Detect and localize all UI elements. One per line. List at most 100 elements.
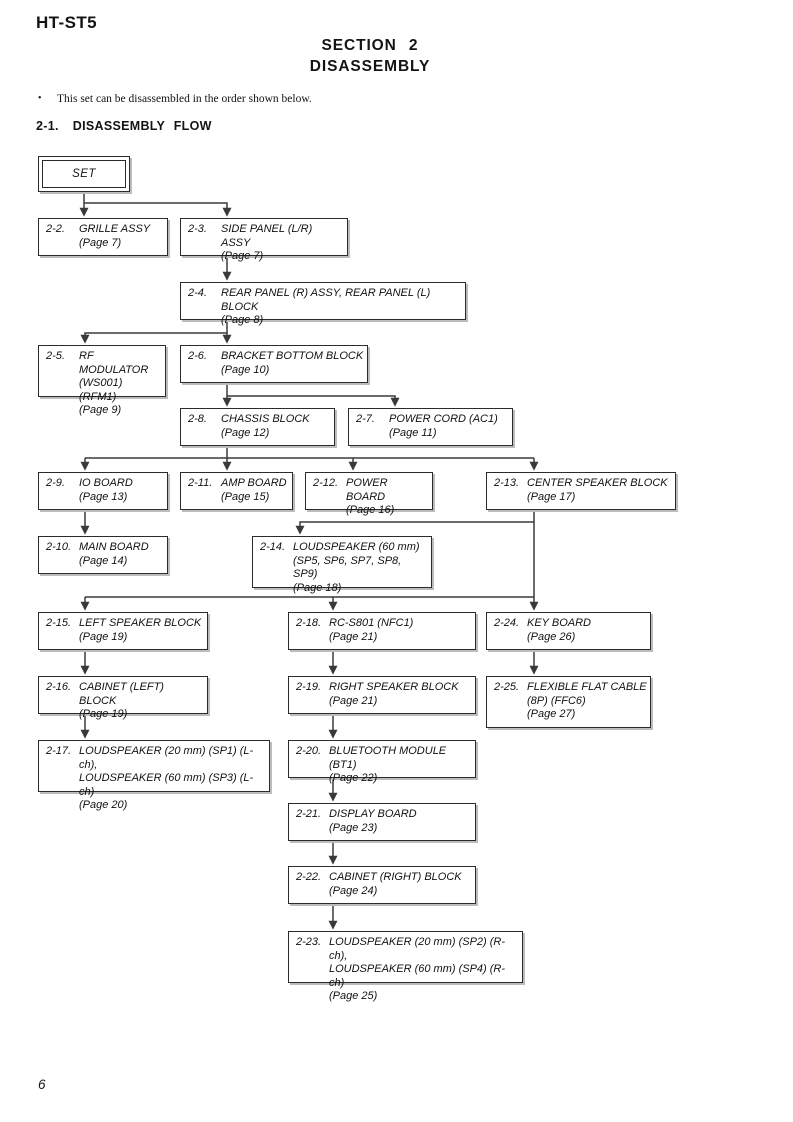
node-body: POWER CORD (AC1) (Page 11) (389, 413, 509, 440)
node-page-ref: (Page 18) (293, 581, 342, 594)
flow-node-2-25: 2-25. FLEXIBLE FLAT CABLE (8P) (FFC6) (P… (486, 676, 651, 728)
flow-node-2-22: 2-22. CABINET (RIGHT) BLOCK (Page 24) (288, 866, 476, 904)
flow-node-2-16: 2-16. CABINET (LEFT) BLOCK (Page 19) (38, 676, 208, 720)
flow-heading: 2-1.DISASSEMBLY FLOW (36, 119, 212, 133)
node-number: 2-22. (296, 871, 322, 883)
node-number: 2-8. (188, 413, 207, 425)
intro-bullet: •This set can be disassembled in the ord… (38, 93, 312, 105)
node-body: GRILLE ASSY (Page 7) (79, 223, 164, 250)
node-title: RC-S801 (NFC1) (329, 617, 414, 629)
node-page-ref: (Page 10) (221, 363, 270, 376)
node-body: SIDE PANEL (L/R) ASSY (Page 7) (221, 223, 344, 264)
node-body: CABINET (RIGHT) BLOCK (Page 24) (329, 871, 472, 898)
node-number: 2-10. (46, 541, 72, 553)
flow-node-2-4: 2-4. REAR PANEL (R) ASSY, REAR PANEL (L)… (180, 282, 466, 326)
node-title: MAIN BOARD (79, 541, 149, 553)
node-number: 2-7. (356, 413, 375, 425)
node-number: 2-21. (296, 808, 322, 820)
node-title: LOUDSPEAKER (60 mm) (SP3) (L-ch) (79, 772, 254, 798)
flow-node-2-3: 2-3. SIDE PANEL (L/R) ASSY (Page 7) (180, 218, 348, 262)
node-body: POWER BOARD (Page 16) (346, 477, 429, 518)
bullet-icon: • (38, 93, 42, 104)
node-number: 2-14. (260, 541, 286, 553)
flow-node-2-20: 2-20. BLUETOOTH MODULE (BT1) (Page 22) (288, 740, 476, 784)
connector-lines (79, 192, 539, 930)
node-title: POWER CORD (AC1) (389, 413, 498, 425)
node-page-ref: (Page 23) (329, 821, 378, 834)
node-number: 2-3. (188, 223, 207, 235)
node-title: SIDE PANEL (L/R) ASSY (221, 223, 313, 249)
flow-node-2-6: 2-6. BRACKET BOTTOM BLOCK (Page 10) (180, 345, 368, 383)
node-number: 2-18. (296, 617, 322, 629)
node-title: CHASSIS BLOCK (221, 413, 310, 425)
node-page-ref: (Page 16) (346, 504, 395, 516)
node-number: 2-6. (188, 350, 207, 362)
node-number: 2-4. (188, 287, 207, 299)
flow-heading-title: DISASSEMBLY FLOW (72, 119, 212, 133)
node-number: 2-24. (494, 617, 520, 629)
page-number: 6 (38, 1077, 46, 1092)
node-title: LEFT SPEAKER BLOCK (79, 617, 202, 629)
node-body: AMP BOARD (Page 15) (221, 477, 289, 504)
node-number: 2-16. (46, 681, 72, 693)
node-page-ref: (Page 7) (79, 236, 122, 249)
flow-node-2-24: 2-24. KEY BOARD (Page 26) (486, 612, 651, 650)
node-body: RF MODULATOR (WS001) (RFM1) (Page 9) (79, 350, 162, 418)
node-title: BLUETOOTH MODULE (BT1) (329, 745, 447, 771)
node-body: RIGHT SPEAKER BLOCK (Page 21) (329, 681, 472, 708)
node-page-ref: (Page 17) (527, 490, 576, 503)
node-body: CHASSIS BLOCK (Page 12) (221, 413, 331, 440)
node-page-ref: (Page 15) (221, 490, 270, 503)
node-body: RC-S801 (NFC1) (Page 21) (329, 617, 472, 644)
node-page-ref: (Page 7) (221, 250, 264, 262)
node-title: RF MODULATOR (79, 350, 149, 376)
flow-node-2-18: 2-18. RC-S801 (NFC1) (Page 21) (288, 612, 476, 650)
node-page-ref: (Page 25) (329, 990, 378, 1002)
node-body: IO BOARD (Page 13) (79, 477, 164, 504)
node-page-ref: (Page 24) (329, 884, 378, 897)
flow-node-2-15: 2-15. LEFT SPEAKER BLOCK (Page 19) (38, 612, 208, 650)
node-title: POWER BOARD (346, 477, 388, 503)
node-body: FLEXIBLE FLAT CABLE (8P) (FFC6) (Page 27… (527, 681, 647, 722)
node-title: CENTER SPEAKER BLOCK (527, 477, 668, 489)
node-title: GRILLE ASSY (79, 223, 151, 235)
section-title-line2: DISASSEMBLY (309, 58, 431, 75)
flow-node-2-13: 2-13. CENTER SPEAKER BLOCK (Page 17) (486, 472, 676, 510)
flow-node-2-12: 2-12. POWER BOARD (Page 16) (305, 472, 433, 516)
node-page-ref: (Page 19) (79, 708, 128, 720)
node-body: MAIN BOARD (Page 14) (79, 541, 164, 568)
set-label: SET (42, 160, 126, 188)
node-body: KEY BOARD (Page 26) (527, 617, 647, 644)
node-body: BLUETOOTH MODULE (BT1) (Page 22) (329, 745, 472, 786)
node-page-ref: (Page 22) (329, 772, 378, 784)
node-title: IO BOARD (79, 477, 133, 489)
model-number: HT-ST5 (36, 13, 97, 32)
node-title: RIGHT SPEAKER BLOCK (329, 681, 459, 693)
node-title: (SP5, SP6, SP7, SP8, SP9) (293, 554, 402, 581)
node-number: 2-19. (296, 681, 322, 693)
node-number: 2-11. (188, 477, 213, 489)
node-number: 2-23. (296, 936, 322, 948)
flow-node-2-2: 2-2. GRILLE ASSY (Page 7) (38, 218, 168, 256)
flow-node-2-10: 2-10. MAIN BOARD (Page 14) (38, 536, 168, 574)
node-body: LEFT SPEAKER BLOCK (Page 19) (79, 617, 204, 644)
node-page-ref: (Page 26) (527, 630, 576, 643)
node-body: CABINET (LEFT) BLOCK (Page 19) (79, 681, 204, 722)
flow-node-2-7: 2-7. POWER CORD (AC1) (Page 11) (348, 408, 513, 446)
node-body: REAR PANEL (R) ASSY, REAR PANEL (L) BLOC… (221, 287, 462, 328)
node-number: 2-20. (296, 745, 322, 757)
node-title: LOUDSPEAKER (20 mm) (SP1) (L-ch), (79, 745, 254, 771)
node-body: BRACKET BOTTOM BLOCK (Page 10) (221, 350, 364, 377)
node-title: FLEXIBLE FLAT CABLE (527, 681, 647, 693)
node-body: LOUDSPEAKER (20 mm) (SP1) (L-ch), LOUDSP… (79, 745, 266, 813)
node-number: 2-17. (46, 745, 72, 757)
flow-node-2-5: 2-5. RF MODULATOR (WS001) (RFM1) (Page 9… (38, 345, 166, 416)
node-body: LOUDSPEAKER (60 mm) (SP5, SP6, SP7, SP8,… (293, 541, 428, 595)
node-title: DISPLAY BOARD (329, 808, 417, 820)
node-title: CABINET (LEFT) BLOCK (79, 681, 164, 707)
node-number: 2-15. (46, 617, 72, 629)
flow-node-2-21: 2-21. DISPLAY BOARD (Page 23) (288, 803, 476, 841)
flow-node-set: SET (38, 156, 130, 192)
node-title: LOUDSPEAKER (60 mm) (293, 541, 420, 553)
